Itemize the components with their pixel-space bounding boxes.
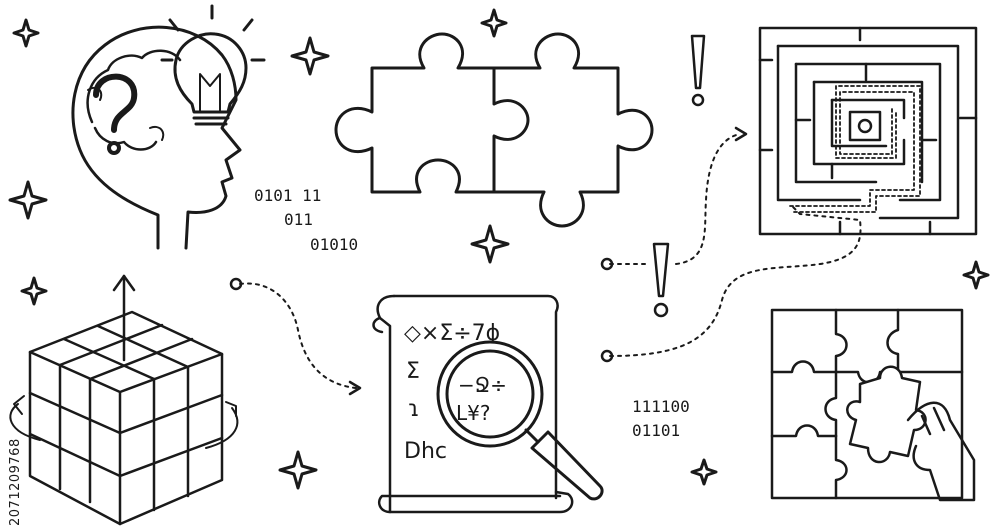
sparkle-icon <box>8 8 990 490</box>
formula-row-4: Dhc <box>404 439 447 464</box>
watermark-id: 2071209768 <box>8 438 23 526</box>
binary-line-1: 0101 11 <box>254 186 321 205</box>
light-bulb-icon <box>160 4 266 126</box>
lens-formula-row-1: −Ջ÷ <box>458 373 507 397</box>
formula-row-2: Σ <box>406 359 420 384</box>
magnifier-icon <box>436 340 604 501</box>
maze-icon <box>758 26 978 236</box>
rubiks-cube-icon <box>9 274 239 526</box>
binary-line-5: 01101 <box>632 421 680 440</box>
maze-solution-path <box>789 85 921 213</box>
stock-watermark: 2071209768 <box>8 286 26 526</box>
binary-line-3: 01010 <box>310 235 358 254</box>
puzzle-pieces-icon <box>334 32 654 228</box>
path-endpoint <box>229 126 748 396</box>
lens-formula-row-2: L¥? <box>456 401 490 425</box>
formula-row-3: ɿ <box>408 397 420 422</box>
exclamation-icon <box>652 34 706 318</box>
binary-line-2: 011 <box>284 210 313 229</box>
formula-paper-icon <box>372 294 574 514</box>
thinking-head-icon <box>71 25 242 250</box>
jigsaw-grid-icon <box>770 308 964 500</box>
hand-holding-piece-icon <box>846 365 976 502</box>
dotted-path <box>239 133 862 389</box>
binary-line-4: 111100 <box>632 397 690 416</box>
